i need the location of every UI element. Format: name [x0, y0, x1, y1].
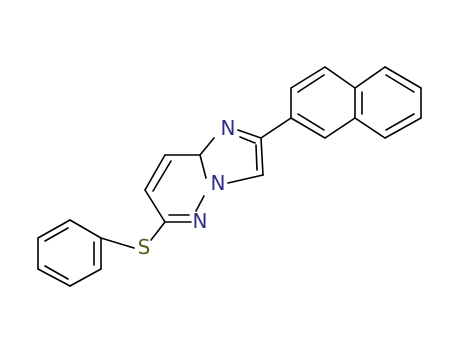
phenyl-ring: [37, 219, 102, 287]
nitrogen-atom-label: N: [221, 116, 236, 140]
aryl-link-bond: [260, 117, 292, 139]
bond: [199, 137, 215, 156]
bond: [384, 117, 422, 139]
bond: [37, 219, 71, 239]
imidazole-ring: [199, 129, 264, 184]
naphthalene-right-ring: [354, 66, 422, 139]
bond: [384, 66, 422, 89]
double-bond-inner: [255, 144, 258, 171]
bond: [199, 154, 207, 179]
sulfur-atom-label: S: [138, 235, 151, 259]
double-bond-inner: [297, 74, 325, 93]
bond: [290, 117, 326, 139]
c-s-bond: [150, 221, 166, 241]
pyridazine-ring: [144, 154, 205, 223]
double-bond-inner: [385, 74, 415, 93]
nitrogen-atom-label: N: [211, 171, 226, 195]
double-bond-inner: [385, 113, 415, 131]
double-bond-inner: [44, 265, 69, 280]
bond: [227, 174, 264, 184]
double-bond-inner: [152, 160, 172, 192]
bond: [144, 189, 166, 223]
double-bond-inner: [297, 113, 325, 131]
nitrogen-atom-label: N: [193, 209, 208, 233]
bond: [290, 66, 326, 89]
bond: [324, 117, 356, 139]
s-phenyl-bond: [100, 237, 135, 249]
bond: [69, 219, 102, 239]
double-bond-inner: [239, 136, 256, 144]
bond: [260, 137, 264, 176]
bond: [195, 195, 205, 212]
bond: [354, 117, 386, 139]
bond: [69, 268, 102, 287]
bond: [37, 268, 71, 287]
bond: [237, 129, 262, 139]
bond: [354, 66, 386, 89]
bond: [324, 66, 356, 89]
bond: [144, 154, 166, 191]
double-bond-inner: [44, 227, 69, 242]
naphthalene-left-ring: [290, 66, 356, 139]
